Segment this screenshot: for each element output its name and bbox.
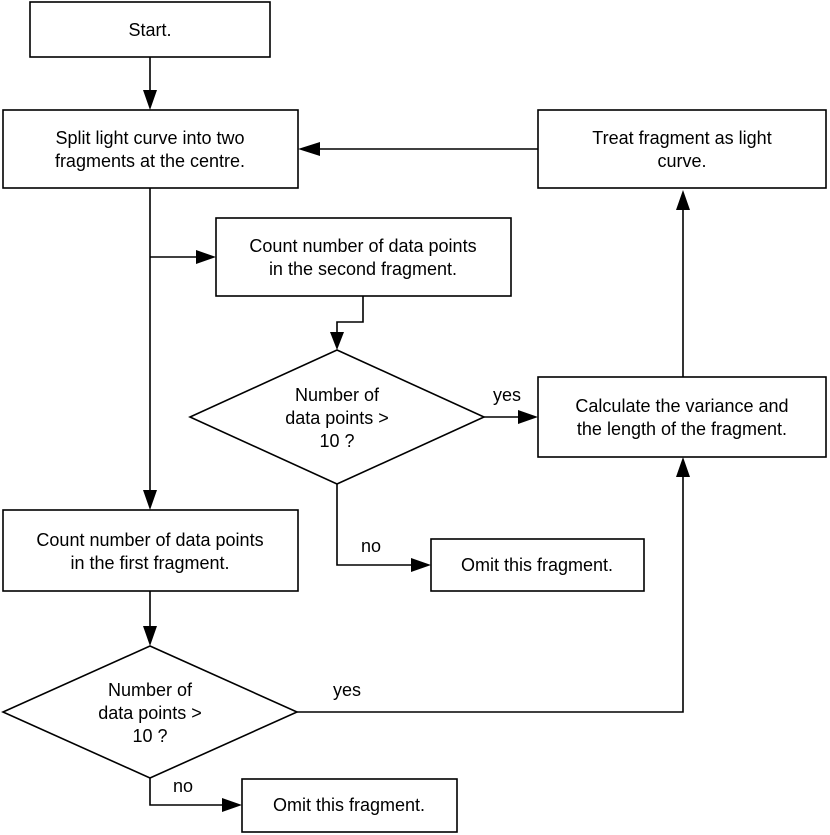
- count-first-node: Count number of data points in the first…: [2, 509, 299, 592]
- count-second-label-line-2: in the second fragment.: [269, 259, 457, 279]
- arrowhead: [298, 142, 320, 156]
- arrowhead: [196, 250, 216, 264]
- start-node: Start.: [29, 1, 271, 58]
- arrowhead: [518, 410, 538, 424]
- omit-second-node: Omit this fragment.: [430, 538, 645, 592]
- split-label-line-1: Split light curve into two: [55, 128, 244, 148]
- treat-node: Treat fragment as light curve.: [537, 109, 827, 189]
- decision-second-label-line-3: 10 ?: [319, 431, 354, 451]
- arrowhead: [676, 457, 690, 477]
- count-first-label-line-1: Count number of data points: [36, 530, 263, 550]
- edge-decision-first-yes: [297, 475, 684, 713]
- arrowhead: [143, 626, 157, 646]
- arrowhead: [676, 190, 690, 210]
- decision-first-label-line-2: data points >: [98, 703, 202, 723]
- decision-second-node: Number of data points > 10 ?: [188, 349, 486, 485]
- edge-decision-second-no: [336, 484, 413, 566]
- split-node: Split light curve into two fragments at …: [2, 109, 299, 189]
- edge-label-no-first: no: [173, 776, 193, 796]
- arrowhead: [143, 90, 157, 110]
- start-label: Start.: [128, 20, 171, 40]
- arrowhead: [330, 332, 344, 350]
- calculate-label-line-1: Calculate the variance and: [575, 396, 788, 416]
- decision-first-label-line-3: 10 ?: [132, 726, 167, 746]
- calculate-label-line-2: the length of the fragment.: [577, 419, 787, 439]
- count-second-node: Count number of data points in the secon…: [215, 217, 512, 297]
- decision-second-label-line-2: data points >: [285, 408, 389, 428]
- arrowhead: [222, 798, 242, 812]
- omit-second-label: Omit this fragment.: [461, 555, 613, 575]
- decision-second-label-line-1: Number of: [295, 385, 380, 405]
- count-second-label-line-1: Count number of data points: [249, 236, 476, 256]
- edge-decision-first-no: [149, 778, 224, 806]
- treat-label-line-2: curve.: [657, 151, 706, 171]
- count-first-label-line-2: in the first fragment.: [70, 553, 229, 573]
- omit-first-label: Omit this fragment.: [273, 795, 425, 815]
- edge-label-no-second: no: [361, 536, 381, 556]
- decision-first-label-line-1: Number of: [108, 680, 193, 700]
- omit-first-node: Omit this fragment.: [241, 778, 458, 833]
- calculate-node: Calculate the variance and the length of…: [537, 376, 827, 458]
- treat-label-line-1: Treat fragment as light: [592, 128, 771, 148]
- edge-count-second-to-decision: [336, 296, 364, 336]
- connectors: [143, 57, 690, 812]
- edge-label-yes-second: yes: [493, 385, 521, 405]
- decision-first-node: Number of data points > 10 ?: [1, 645, 299, 779]
- arrowhead: [143, 490, 157, 510]
- split-label-line-2: fragments at the centre.: [55, 151, 245, 171]
- edge-label-yes-first: yes: [333, 680, 361, 700]
- arrowhead: [411, 558, 431, 572]
